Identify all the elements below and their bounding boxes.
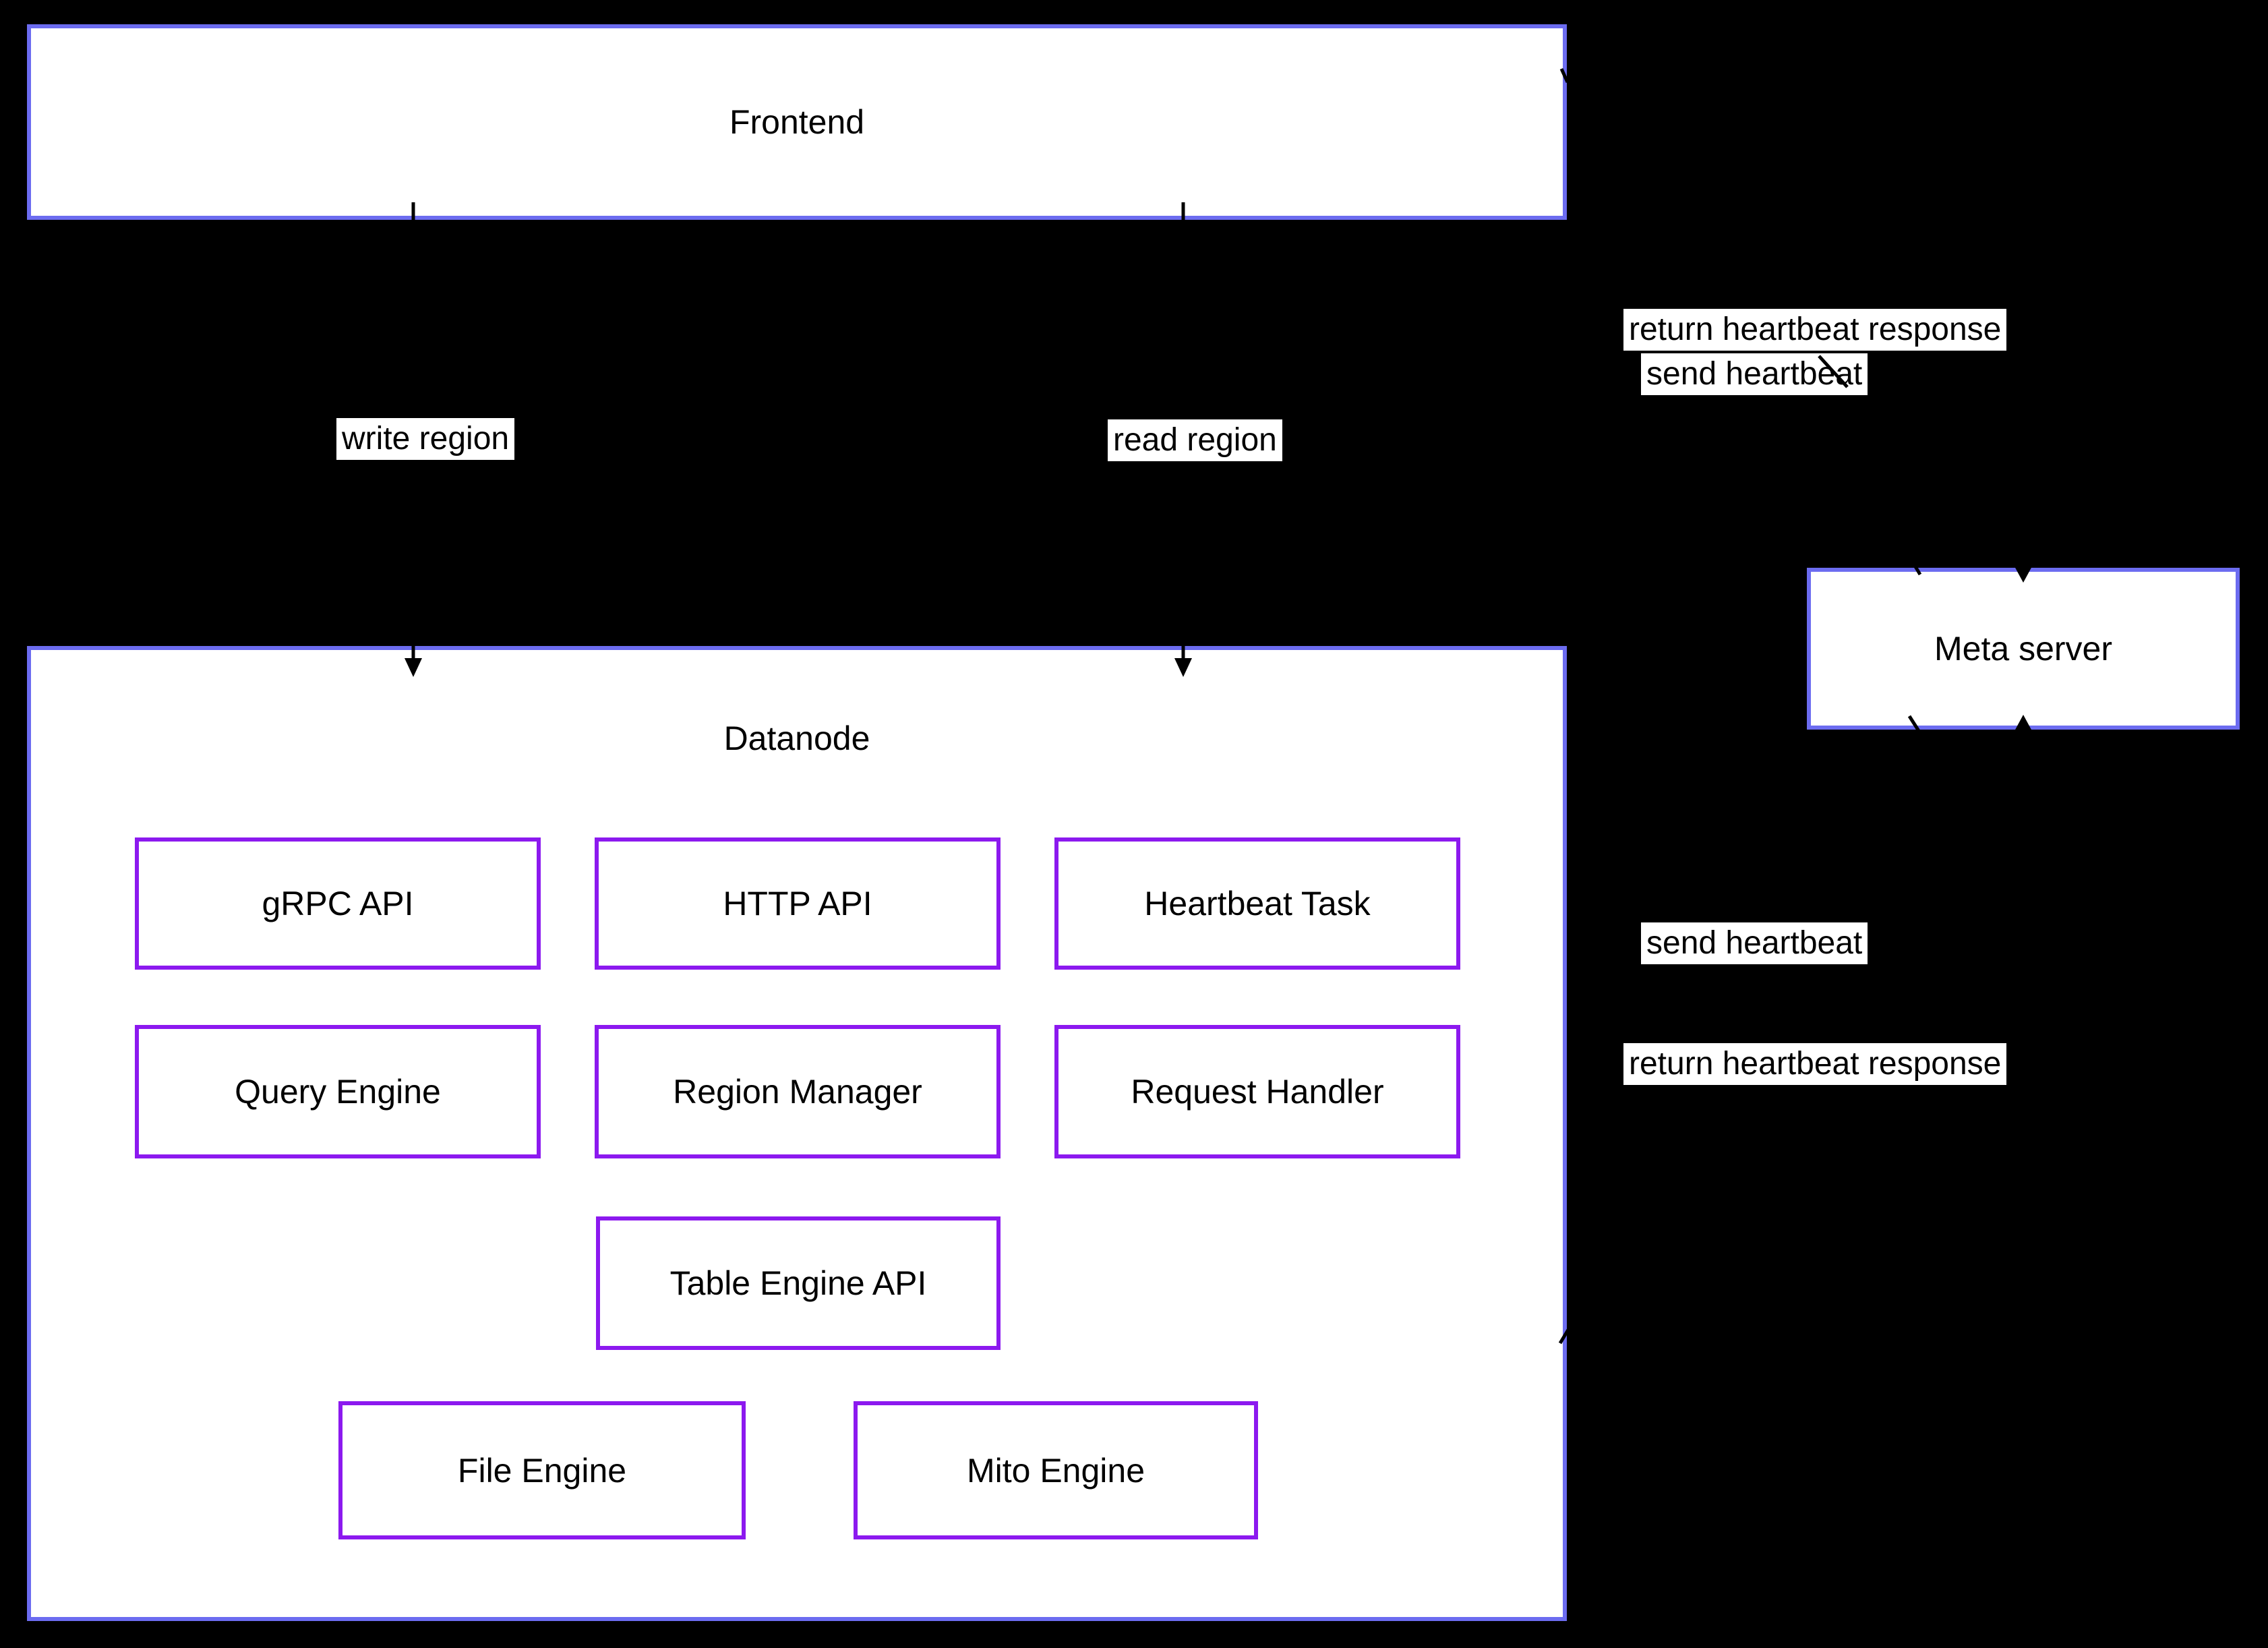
component-mito-engine: Mito Engine <box>854 1401 1258 1539</box>
component-grpc-api: gRPC API <box>135 837 541 970</box>
send-heartbeat-top-start-mark2 <box>1565 67 1576 84</box>
edge-label-return-heartbeat-response-top: return heartbeat response <box>1623 309 2007 351</box>
component-mito-engine-label: Mito Engine <box>966 1451 1145 1490</box>
component-request-handler-label: Request Handler <box>1131 1073 1384 1111</box>
meta-server-node: Meta server <box>1807 568 2240 730</box>
edge-label-read-region: read region <box>1108 419 1282 461</box>
component-file-engine-label: File Engine <box>457 1451 627 1490</box>
component-query-engine: Query Engine <box>135 1025 541 1158</box>
component-grpc-api-label: gRPC API <box>262 885 414 922</box>
edge-label-write-region: write region <box>336 418 515 460</box>
frontend-node-label: Frontend <box>729 103 865 141</box>
component-query-engine-label: Query Engine <box>235 1073 441 1111</box>
component-heartbeat-task-label: Heartbeat Task <box>1144 885 1371 922</box>
component-http-api: HTTP API <box>595 837 1001 970</box>
edge-label-return-heartbeat-response-bottom: return heartbeat response <box>1623 1043 2007 1085</box>
component-region-manager-label: Region Manager <box>673 1073 922 1111</box>
return-heartbeat-top-arrowhead-icon <box>1570 163 1584 178</box>
edge-label-send-heartbeat-bottom: send heartbeat <box>1641 922 1868 964</box>
component-table-engine-api-label: Table Engine API <box>669 1264 927 1302</box>
component-file-engine: File Engine <box>338 1401 746 1539</box>
edge-label-send-heartbeat-top: send heartbeat <box>1641 353 1868 395</box>
component-request-handler: Request Handler <box>1054 1025 1460 1158</box>
component-table-engine-api: Table Engine API <box>596 1216 1001 1350</box>
meta-server-node-label: Meta server <box>1934 630 2112 668</box>
frontend-node: Frontend <box>27 24 1567 220</box>
return-heartbeat-bottom-arrowhead-icon <box>1568 1123 1583 1140</box>
component-region-manager: Region Manager <box>595 1025 1001 1158</box>
datanode-container-label: Datanode <box>723 719 870 757</box>
component-http-api-label: HTTP API <box>723 885 872 922</box>
component-heartbeat-task: Heartbeat Task <box>1054 837 1460 970</box>
